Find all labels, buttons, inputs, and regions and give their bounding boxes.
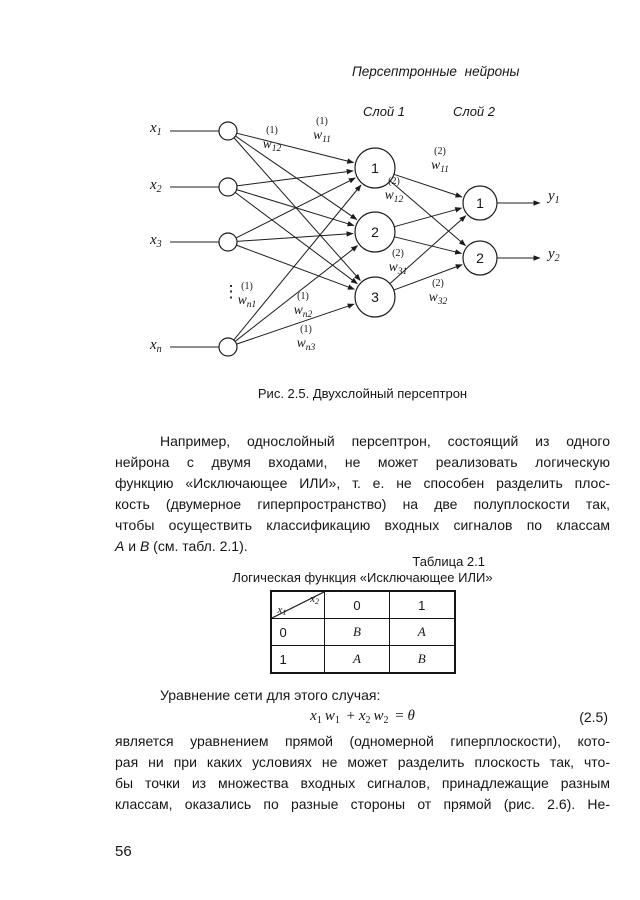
- input-node: [218, 177, 238, 197]
- var-sub: 1: [156, 127, 162, 138]
- row-header: 1: [270, 645, 325, 674]
- layer2-neuron: [462, 185, 498, 221]
- input-label-x1: x1: [150, 120, 162, 138]
- var-sub: 2: [554, 253, 560, 264]
- table-cell: A: [389, 618, 455, 646]
- table-corner-cell: x2 x1: [270, 590, 325, 619]
- table-row: 0 B A: [270, 618, 455, 646]
- var-sub: 3: [156, 239, 162, 250]
- var: x: [150, 232, 157, 248]
- var: x: [150, 120, 157, 136]
- weight-label-w11-2: (2)w11: [431, 146, 449, 175]
- input-label-xn: xn: [150, 337, 162, 355]
- layer2-label: Слой 2: [452, 104, 496, 119]
- neuron-number: 2: [476, 250, 484, 266]
- row-header: 0: [270, 618, 325, 646]
- input-node: [218, 121, 238, 141]
- table-cell: A: [324, 645, 390, 674]
- layer1-neuron: [354, 276, 396, 318]
- paragraph-2: является уравнением прямой (одномерной г…: [115, 731, 610, 815]
- text-line: функцию «Исключающее ИЛИ», т. е. не спос…: [115, 475, 610, 491]
- equation-number: (2.5): [579, 709, 608, 725]
- running-head: Персептронные нейроны: [352, 64, 520, 79]
- figure-caption: Рис. 2.5. Двухслойный персептрон: [257, 386, 468, 401]
- input-label-x3: x3: [150, 232, 162, 250]
- col-header: 1: [389, 590, 455, 619]
- input-node: [218, 232, 238, 252]
- corner-x1: x1: [277, 604, 287, 617]
- paragraph-1: Например, однослойный персептрон, состоя…: [115, 431, 610, 557]
- page-number: 56: [115, 843, 132, 860]
- text-line: является уравнением прямой (одномерной г…: [115, 733, 610, 749]
- text-line: А и В (см. табл. 2.1).: [115, 538, 248, 554]
- vertical-ellipsis: ⋮: [223, 282, 240, 301]
- layer1-neuron: [354, 211, 396, 253]
- layer2-neuron: [462, 240, 498, 276]
- weight-label-wn1-1: (1)wn1: [237, 281, 257, 310]
- weight-label-wn3-1: (1)wn3: [296, 324, 316, 353]
- network-diagram: ⋮ 1 2 3 1 2: [170, 121, 541, 357]
- neuron-number: 2: [371, 224, 379, 240]
- var-sub: 1: [554, 195, 560, 206]
- input-label-x2: x2: [150, 177, 162, 195]
- weight-label-w32-2: (2)w32: [428, 278, 448, 307]
- table-block: Таблица 2.1 Логическая функция «Исключаю…: [115, 554, 610, 674]
- output-label-y1: y1: [548, 188, 560, 206]
- text-line: Например, однослойный персептрон, состоя…: [160, 433, 610, 449]
- var: x: [150, 177, 157, 193]
- var: x: [150, 337, 157, 353]
- text-line: чтобы осуществить классификацию входных …: [115, 517, 610, 533]
- weight-label-w11-1: (1)w11: [313, 116, 331, 145]
- input-node: [218, 337, 238, 357]
- var-sub: n: [156, 344, 162, 355]
- weight-label-w12-2: (2)w12: [384, 176, 404, 205]
- weight-label-w12-1: (1)w12: [262, 125, 282, 154]
- table-header-row: x2 x1 0 1: [270, 590, 455, 619]
- col-header: 0: [324, 590, 390, 619]
- text-line: кость (двумерное гиперпространство) на д…: [115, 496, 610, 512]
- corner-x2: x2: [310, 593, 319, 606]
- equation-intro: Уравнение сети для этого случая:: [160, 687, 381, 703]
- text-line: нейрона с двумя входами, не может реализ…: [115, 454, 610, 470]
- table-cell: B: [389, 645, 455, 674]
- weight-label-w31-2: (2)w31: [388, 248, 408, 277]
- table-row: 1 A B: [270, 645, 455, 674]
- connections: [170, 130, 541, 348]
- neuron-number: 1: [476, 195, 484, 211]
- neuron-number: 3: [371, 289, 379, 305]
- output-label-y2: y2: [548, 246, 560, 264]
- text-line: классам, оказались по разные стороны от …: [115, 796, 610, 812]
- layer1-label: Слой 1: [362, 104, 406, 119]
- var-sub: 2: [156, 184, 162, 195]
- text-line: рая ни при каких условиях не может разде…: [115, 754, 610, 770]
- layer1-neuron: [354, 147, 396, 189]
- table-number: Таблица 2.1: [412, 554, 485, 569]
- var: y: [548, 188, 555, 204]
- neuron-number: 1: [371, 160, 379, 176]
- text-line: бы точки из множества входных сигналов, …: [115, 775, 610, 791]
- weight-label-wn2-1: (1)wn2: [293, 291, 313, 320]
- xor-truth-table: x2 x1 0 1 0 B A 1 A B: [269, 590, 456, 674]
- table-title: Логическая функция «Исключающее ИЛИ»: [232, 570, 493, 585]
- table-cell: B: [324, 618, 390, 646]
- var: y: [548, 246, 555, 262]
